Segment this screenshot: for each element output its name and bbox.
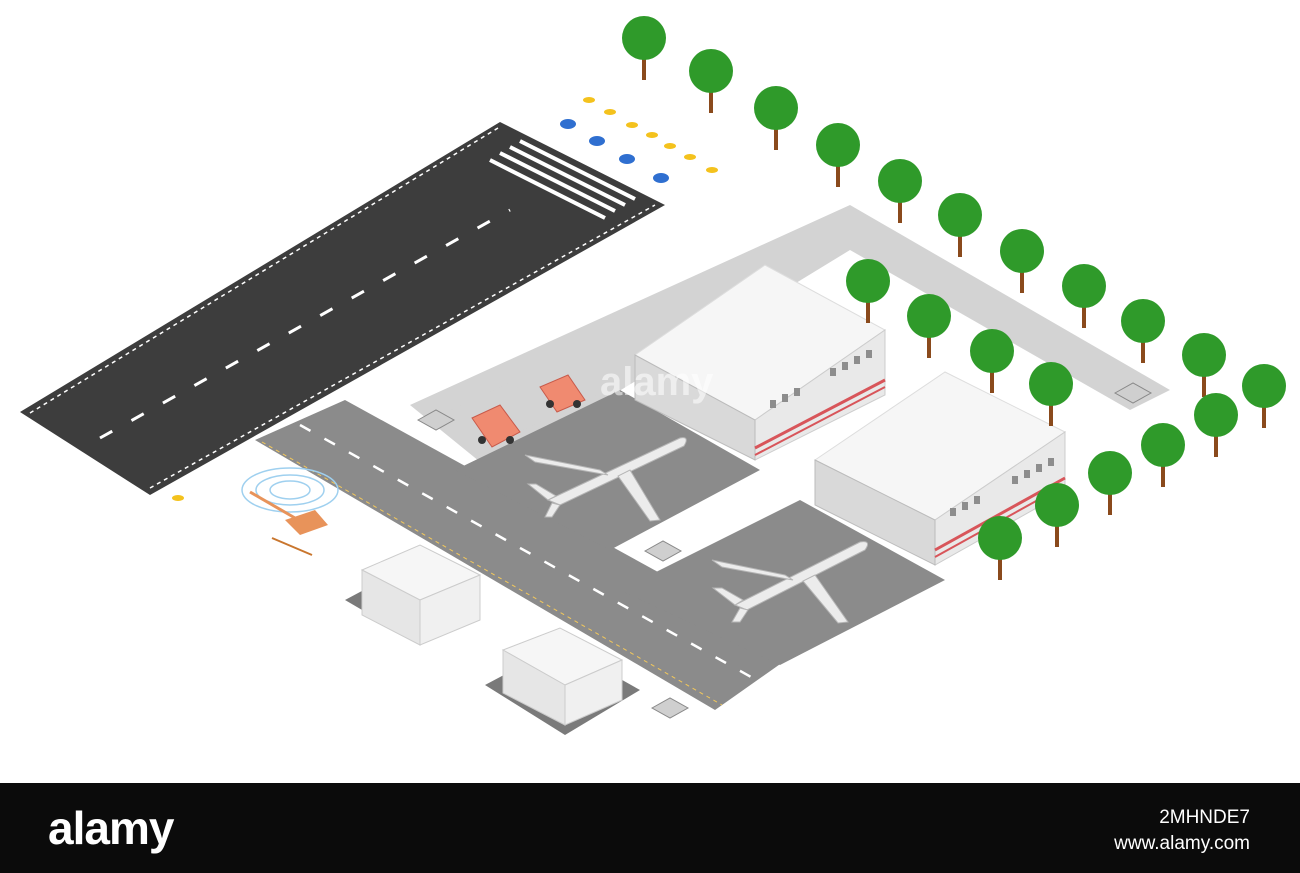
tree [1062, 264, 1106, 328]
hangar-small-2 [501, 627, 624, 726]
tree [1088, 451, 1132, 515]
footer-bar: alamy 2MHNDE7 www.alamy.com [0, 783, 1300, 873]
watermark-text: alamy [600, 360, 714, 404]
tree [1121, 299, 1165, 363]
truck-2 [539, 374, 586, 413]
tree [689, 49, 733, 113]
tree [1029, 362, 1073, 426]
image-id: 2MHNDE7 [1159, 807, 1250, 828]
tree [754, 86, 798, 150]
tree [816, 123, 860, 187]
hangar-large-1 [634, 264, 886, 461]
tree [970, 329, 1014, 393]
tree [846, 259, 890, 323]
tree [1194, 393, 1238, 457]
runway-lights [172, 97, 718, 501]
tree [938, 193, 982, 257]
brand-logo: alamy [48, 802, 174, 854]
airliner-2 [711, 541, 869, 624]
tree [1242, 364, 1286, 428]
airliner-1 [524, 437, 687, 522]
tree [622, 16, 666, 80]
tree [907, 294, 951, 358]
tree [1035, 483, 1079, 547]
tree [1141, 423, 1185, 487]
airport-illustration [20, 16, 1286, 735]
tree [1182, 333, 1226, 397]
runway [20, 122, 665, 495]
hangar-large-2 [814, 371, 1066, 566]
threshold-markings [489, 139, 636, 220]
helicopter [241, 467, 339, 556]
tree [978, 516, 1022, 580]
site-url: www.alamy.com [1114, 833, 1250, 854]
trees [622, 16, 1286, 580]
tree [878, 159, 922, 223]
ground-hatches [416, 382, 1153, 719]
hangar-small-1 [360, 544, 482, 646]
truck-1 [471, 404, 521, 448]
tree [1000, 229, 1044, 293]
